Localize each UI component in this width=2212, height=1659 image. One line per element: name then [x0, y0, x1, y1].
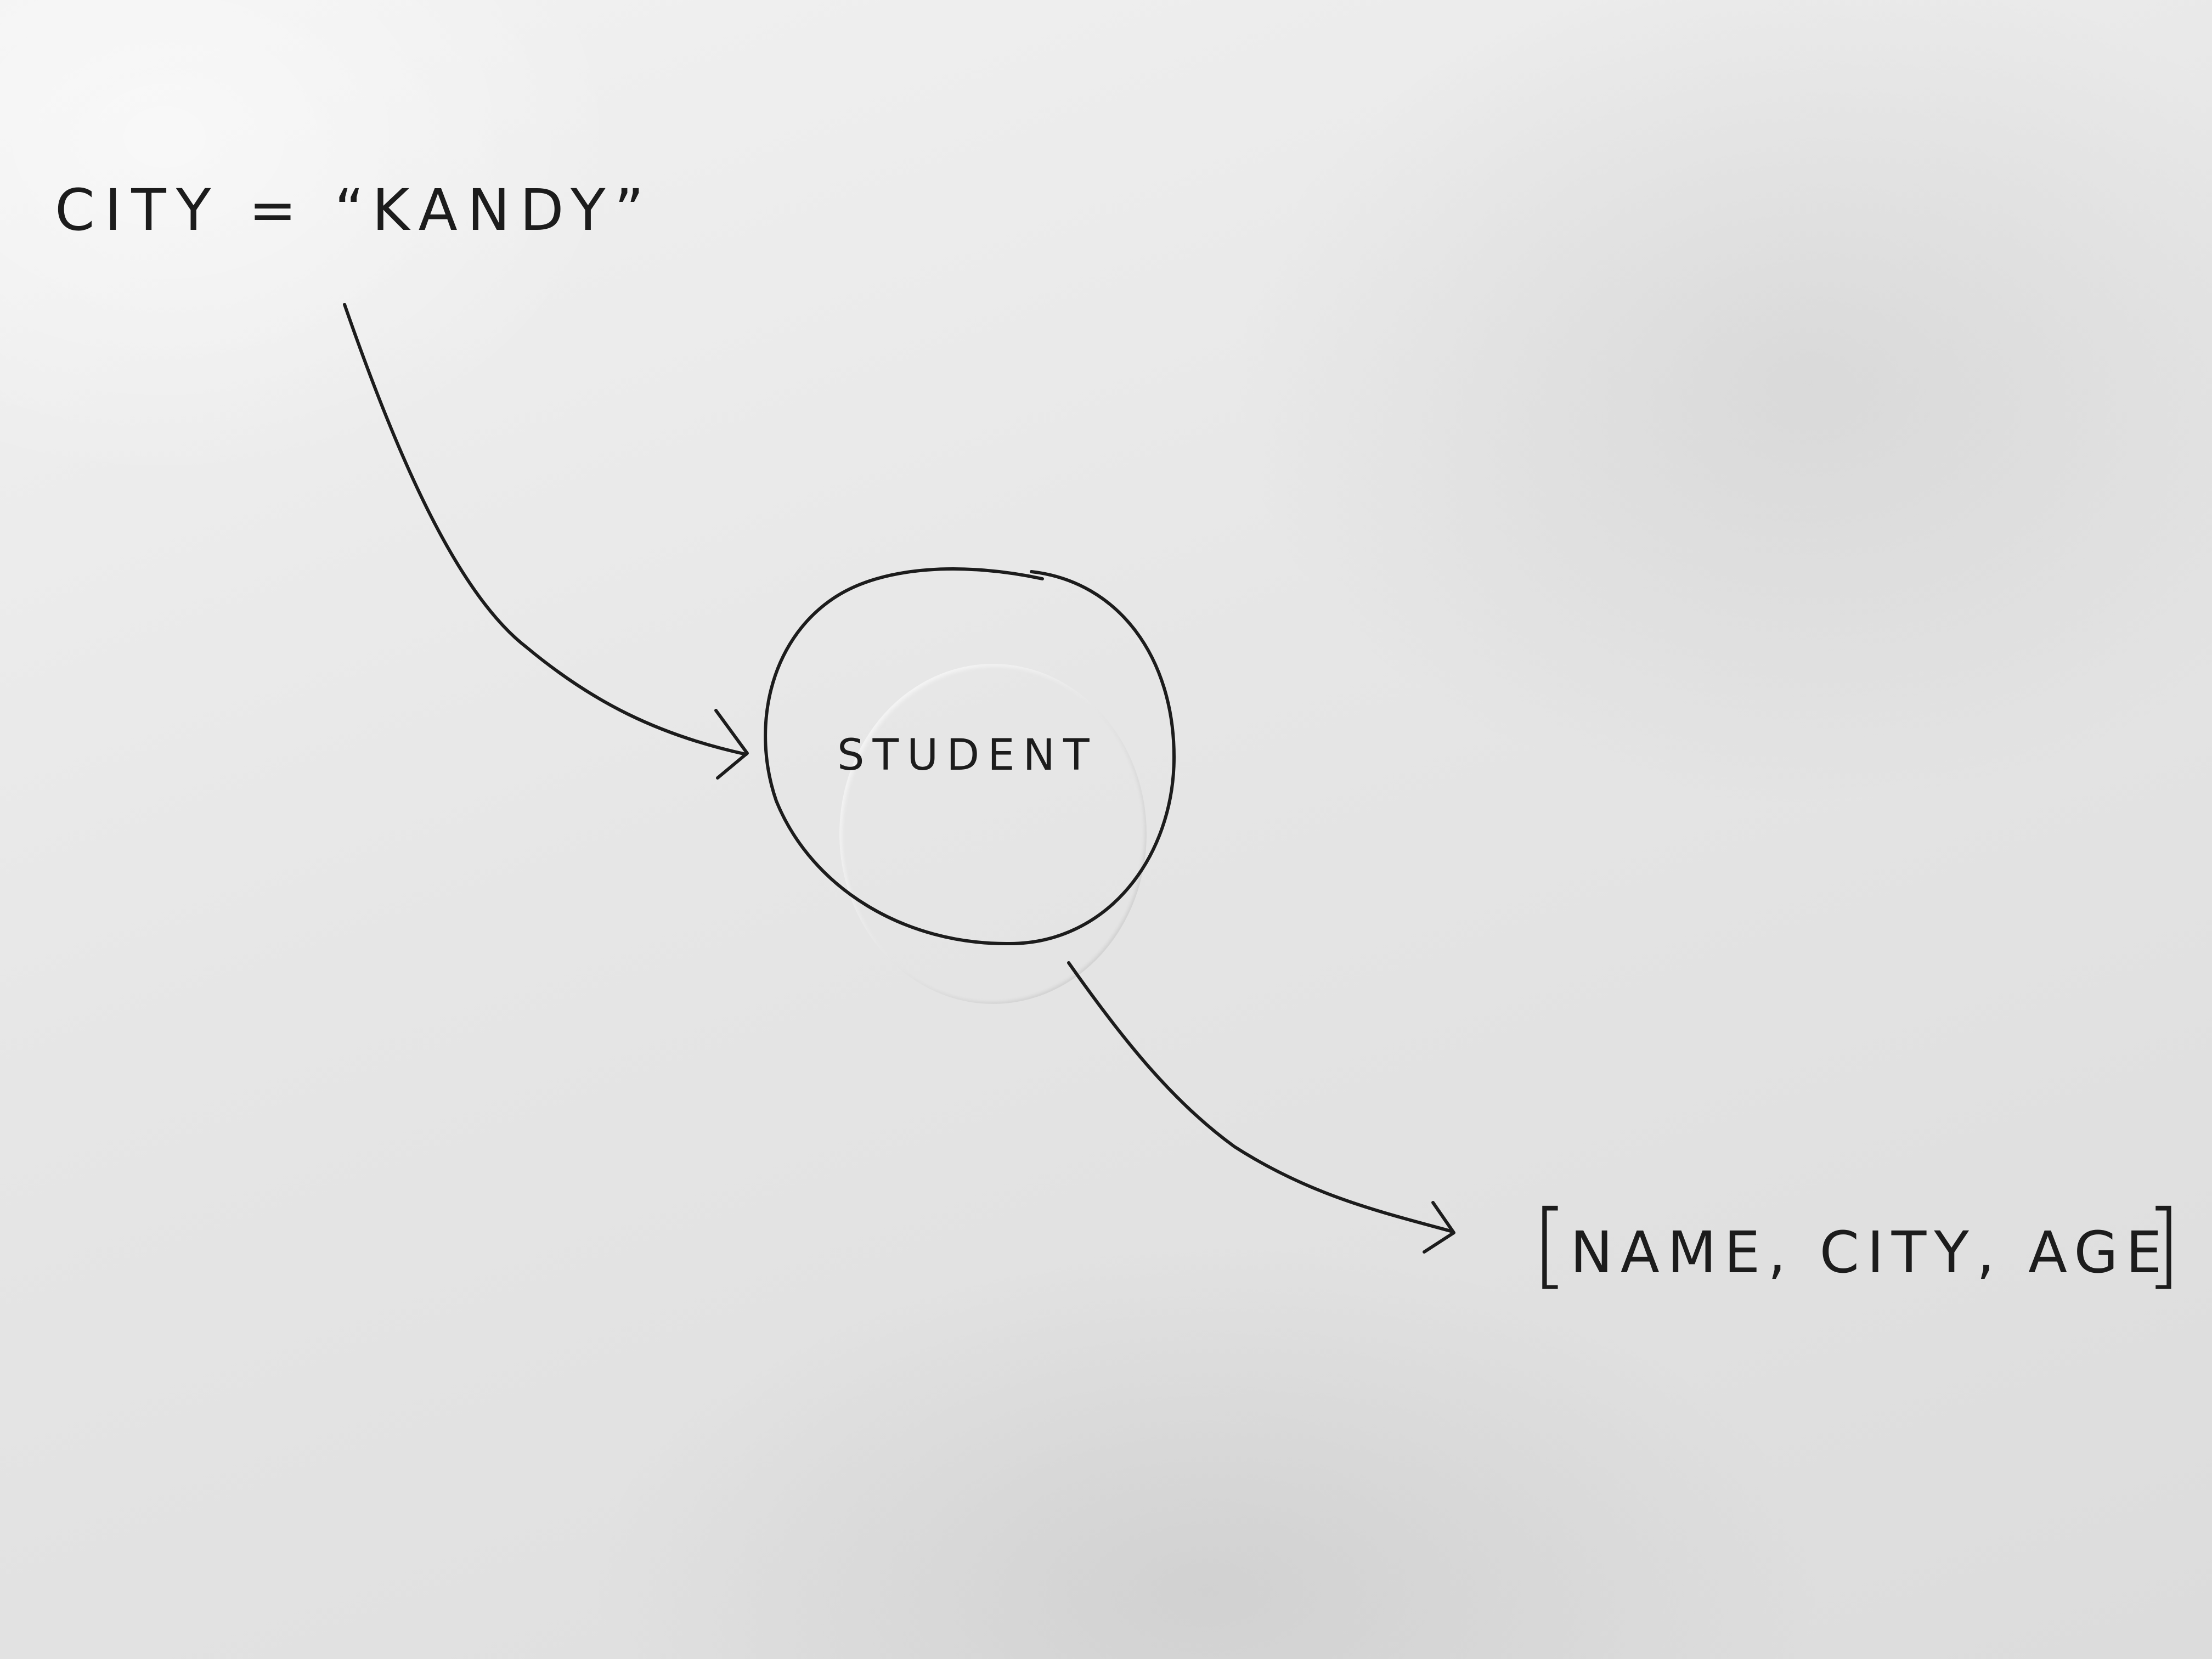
input-condition-label: CITY = “KANDY” [55, 177, 654, 244]
input-arrowhead [714, 709, 749, 780]
student-node-label: STUDENT [837, 731, 1098, 780]
output-bracket-close: ] [2145, 1190, 2182, 1299]
output-arrowhead [1423, 1201, 1455, 1254]
output-fields-label: NAME, CITY, AGE [1570, 1219, 2170, 1286]
output-bracket-open: [ [1532, 1190, 1568, 1299]
student-node-circle [764, 567, 1176, 946]
input-arrow [343, 303, 748, 756]
output-arrow [1067, 961, 1454, 1233]
